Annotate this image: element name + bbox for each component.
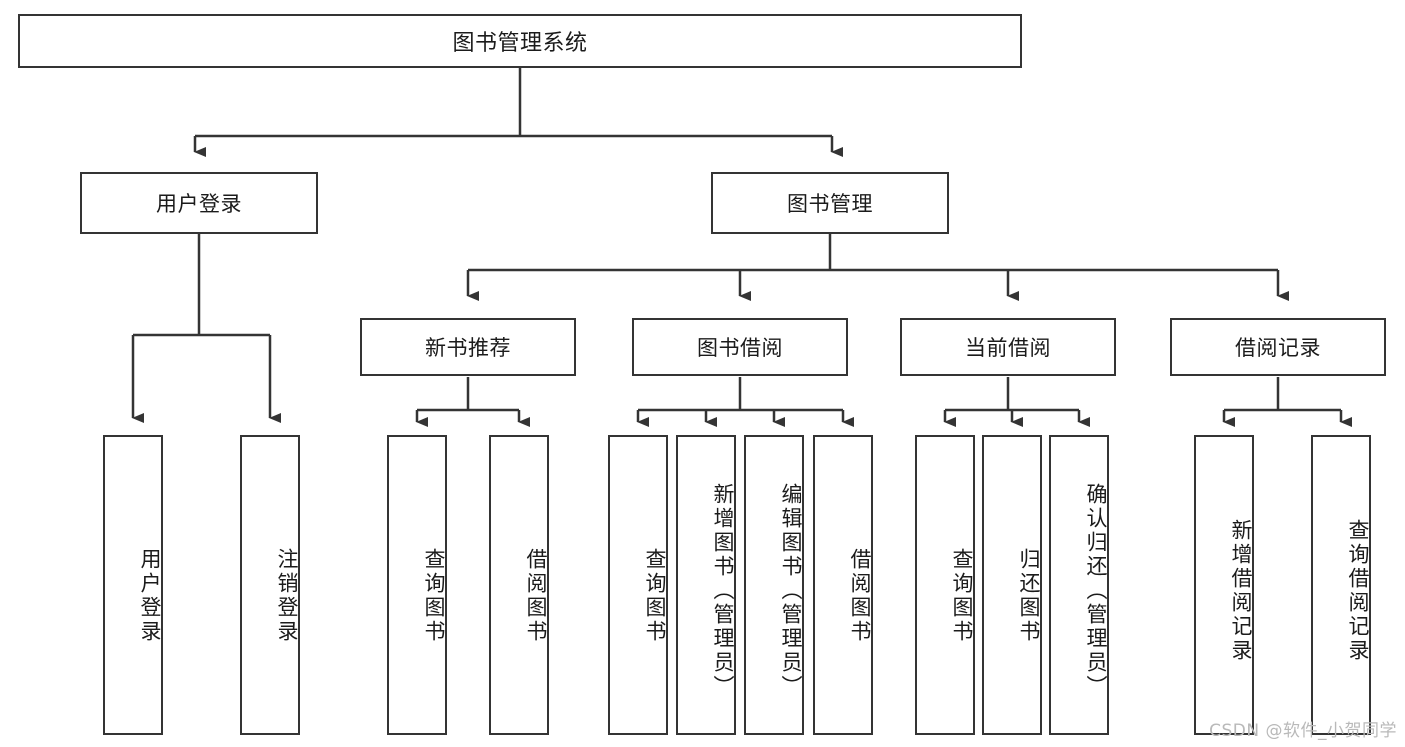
- node-book-management[interactable]: 图书管理: [711, 172, 949, 234]
- leaf-return-book[interactable]: 归还图书: [982, 435, 1042, 735]
- leaf-add-book[interactable]: 新增图书（管理员）: [676, 435, 736, 735]
- leaf-borrow-book-2-label: 借阅图书: [848, 548, 872, 644]
- node-current-borrow-label: 当前借阅: [965, 336, 1051, 360]
- leaf-add-book-label: 新增图书（管理员）: [711, 483, 735, 699]
- leaf-query-record[interactable]: 查询借阅记录: [1311, 435, 1371, 735]
- node-book-borrow[interactable]: 图书借阅: [632, 318, 848, 376]
- leaf-edit-book[interactable]: 编辑图书（管理员）: [744, 435, 804, 735]
- leaf-borrow-book-2[interactable]: 借阅图书: [813, 435, 873, 735]
- leaf-user-login-label: 用户登录: [138, 548, 162, 644]
- leaf-user-login[interactable]: 用户登录: [103, 435, 163, 735]
- node-new-book-recommend-label: 新书推荐: [425, 336, 511, 360]
- node-book-management-label: 图书管理: [787, 192, 873, 216]
- node-borrow-record[interactable]: 借阅记录: [1170, 318, 1386, 376]
- node-borrow-record-label: 借阅记录: [1235, 336, 1321, 360]
- leaf-confirm-return-label: 确认归还（管理员）: [1084, 483, 1108, 699]
- leaf-query-book-3-label: 查询图书: [950, 548, 974, 644]
- leaf-add-record[interactable]: 新增借阅记录: [1194, 435, 1254, 735]
- leaf-query-book-3[interactable]: 查询图书: [915, 435, 975, 735]
- node-current-borrow[interactable]: 当前借阅: [900, 318, 1116, 376]
- leaf-query-record-label: 查询借阅记录: [1346, 519, 1370, 663]
- watermark: CSDN @软件_小贺同学: [1209, 721, 1397, 741]
- leaf-return-book-label: 归还图书: [1017, 548, 1041, 644]
- leaf-edit-book-label: 编辑图书（管理员）: [779, 483, 803, 699]
- node-root[interactable]: 图书管理系统: [18, 14, 1022, 68]
- node-root-label: 图书管理系统: [452, 31, 588, 56]
- node-user-login-label: 用户登录: [156, 192, 242, 216]
- leaf-query-book-2-label: 查询图书: [643, 548, 667, 644]
- leaf-logout-label: 注销登录: [275, 548, 299, 644]
- node-book-borrow-label: 图书借阅: [697, 336, 783, 360]
- leaf-query-book-1[interactable]: 查询图书: [387, 435, 447, 735]
- leaf-borrow-book-1[interactable]: 借阅图书: [489, 435, 549, 735]
- node-new-book-recommend[interactable]: 新书推荐: [360, 318, 576, 376]
- leaf-confirm-return[interactable]: 确认归还（管理员）: [1049, 435, 1109, 735]
- leaf-logout[interactable]: 注销登录: [240, 435, 300, 735]
- leaf-borrow-book-1-label: 借阅图书: [524, 548, 548, 644]
- leaf-query-book-1-label: 查询图书: [422, 548, 446, 644]
- leaf-add-record-label: 新增借阅记录: [1229, 519, 1253, 663]
- leaf-query-book-2[interactable]: 查询图书: [608, 435, 668, 735]
- node-user-login[interactable]: 用户登录: [80, 172, 318, 234]
